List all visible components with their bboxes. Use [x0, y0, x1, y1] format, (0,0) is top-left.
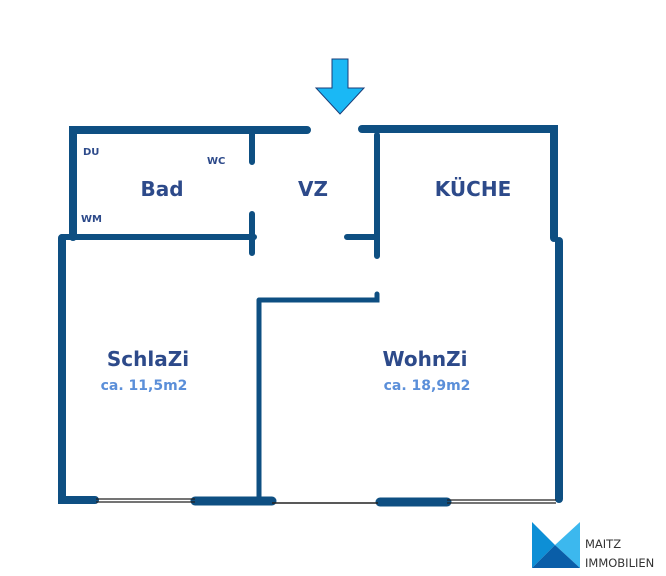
- room-area-wohnzi: ca. 18,9m2: [384, 378, 471, 394]
- entrance-arrow-icon: [314, 58, 366, 115]
- room-area-schlazi: ca. 11,5m2: [101, 378, 188, 394]
- room-label-kueche: KÜCHE: [435, 177, 511, 201]
- room-label-schlazi: SchlaZi: [107, 347, 189, 371]
- room-label-bad: Bad: [140, 177, 183, 201]
- logo-text-immobilien: IMMOBILIEN: [585, 556, 654, 570]
- room-label-wohnzi: WohnZi: [383, 347, 468, 371]
- logo-text-maitz: MAITZ: [585, 537, 621, 551]
- windows: [96, 498, 556, 504]
- fixture-washer-label: WM: [81, 214, 102, 225]
- fixture-shower-label: DU: [83, 147, 99, 158]
- walls: [58, 125, 563, 507]
- maitz-logo-icon: [532, 522, 580, 568]
- room-label-vz: VZ: [298, 177, 328, 201]
- fixture-toilet-label: WC: [207, 156, 225, 167]
